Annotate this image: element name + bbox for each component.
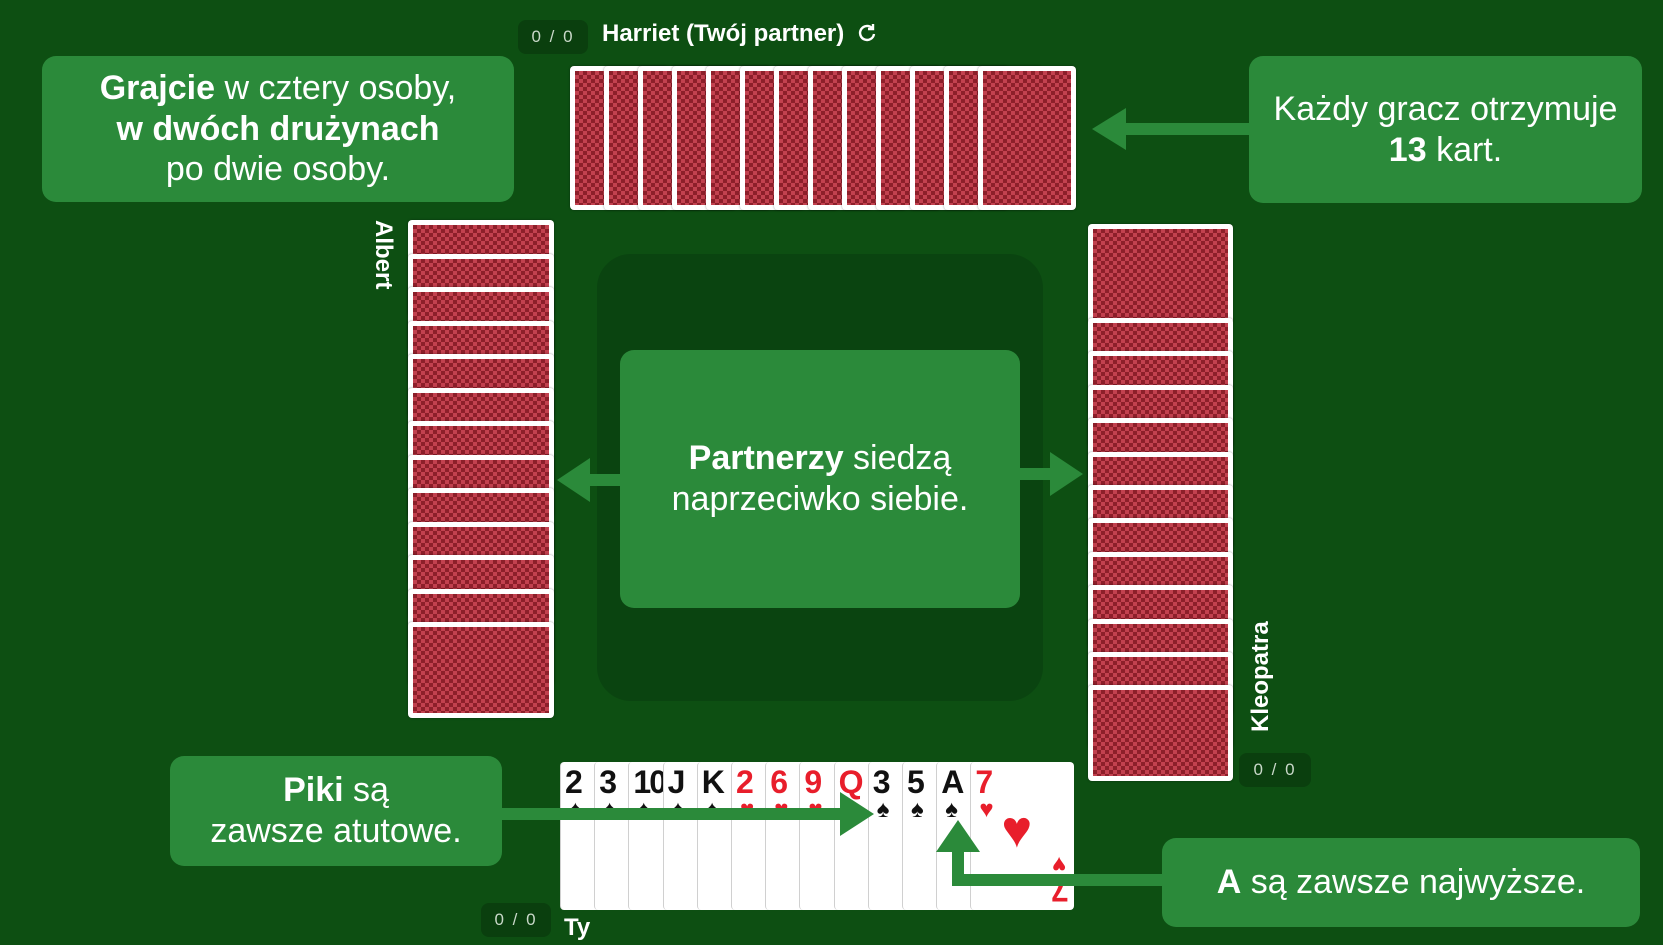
card-rank: 3 — [872, 764, 891, 800]
card-rank: 9 — [804, 764, 822, 800]
card-back — [1088, 224, 1233, 324]
card-suit-icon: ♥ — [740, 796, 755, 823]
card-rank: 10 — [633, 764, 667, 800]
west-player-name: Albert — [370, 220, 397, 290]
card-rank: 6 — [770, 764, 788, 800]
north-score: 0 / 0 — [518, 20, 588, 54]
info-thirteen-line1: Każdy gracz otrzymuje — [1273, 89, 1618, 128]
card-rank: 3 — [599, 764, 617, 800]
info-four-players-line2: w dwóch drużynach — [116, 109, 440, 148]
info-partners: Partnerzy siedzą naprzeciwko siebie. — [620, 350, 1020, 608]
arrow-head-west — [557, 458, 590, 502]
info-partners-line2: naprzeciwko siebie. — [671, 480, 969, 518]
info-spades-trump: Piki są zawsze atutowe. — [170, 756, 502, 866]
info-aces-line1: A są zawsze najwyższe. — [1216, 863, 1586, 902]
arrow-head-east — [1050, 452, 1083, 496]
info-partners-line1: Partnerzy siedzą — [688, 439, 952, 478]
info-four-players: Grajcie w cztery osoby, w dwóch drużynac… — [42, 56, 514, 202]
info-thirteen-line2: 13 kart. — [1388, 130, 1503, 169]
east-player-name: Kleopatra — [1247, 621, 1274, 732]
card-rank: K — [701, 764, 725, 800]
card-rank: 2 — [736, 764, 754, 800]
card-suit-icon: ♠ — [569, 796, 582, 823]
card-rank: J — [667, 764, 686, 800]
info-thirteen-cards: Każdy gracz otrzymuje 13 kart. — [1249, 56, 1642, 203]
card-suit-icon: ♠ — [945, 796, 958, 823]
card-rank: 7 — [975, 764, 993, 800]
card-suit-icon: ♠ — [876, 796, 890, 823]
card-back — [978, 66, 1076, 210]
card-suit-icon: ♠ — [705, 796, 719, 823]
card-rank: 5 — [907, 764, 925, 800]
card-suit-icon: ♠ — [671, 796, 685, 823]
info-aces-high: A są zawsze najwyższe. — [1162, 838, 1640, 927]
arrow-shaft-north — [1125, 123, 1250, 135]
card-suit-icon: ♠ — [911, 796, 924, 823]
info-four-players-line1: Grajcie w cztery osoby, — [99, 68, 457, 107]
refresh-icon[interactable] — [857, 23, 877, 43]
card-back — [1088, 685, 1233, 782]
card-suit-bottom-icon: ♥ — [1052, 851, 1067, 878]
card-suit-icon: ♠ — [603, 796, 616, 823]
card-rank: 2 — [565, 764, 583, 800]
info-spades-line1: Piki są — [283, 771, 389, 810]
north-player-name: Harriet (Twój partner) — [602, 20, 877, 48]
card-suit-icon: ♥ — [808, 796, 823, 823]
card-suit-icon: ♥ — [842, 796, 857, 823]
east-score: 0 / 0 — [1239, 753, 1311, 787]
card-suit-icon: ♠ — [637, 796, 651, 823]
info-spades-line2: zawsze atutowe. — [210, 812, 462, 850]
hand-card[interactable]: 7♥♥7♥ — [970, 762, 1075, 910]
arrow-head-north — [1092, 108, 1126, 150]
card-suit-icon: ♥ — [774, 796, 789, 823]
card-suit-icon: ♥ — [979, 796, 994, 823]
card-center-suit-icon: ♥ — [1001, 801, 1033, 859]
south-player-name: Ty — [564, 914, 591, 941]
south-score: 0 / 0 — [481, 903, 551, 937]
card-rank-bottom: 7 — [1050, 872, 1069, 908]
card-rank: A — [941, 764, 964, 800]
card-rank: Q — [838, 764, 864, 800]
card-back — [408, 622, 554, 718]
info-four-players-line3: po dwie osoby. — [165, 150, 391, 189]
north-name-text: Harriet (Twój partner) — [602, 20, 845, 47]
